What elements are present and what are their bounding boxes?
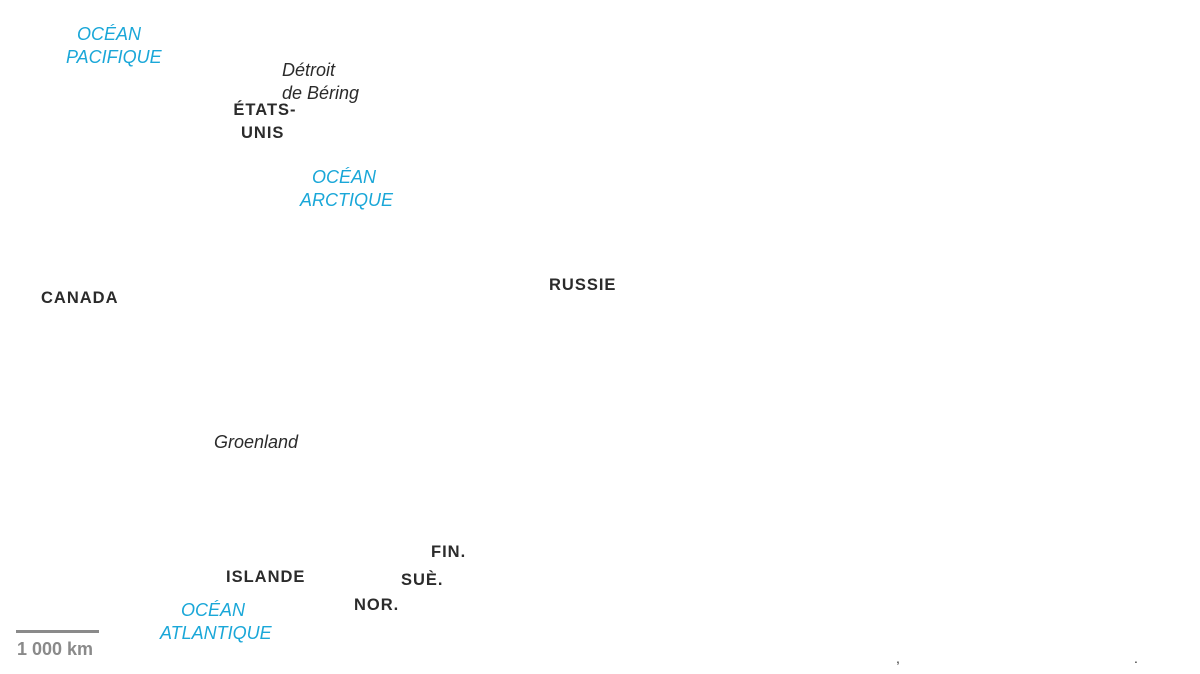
place-label-bering-line1: Détroit [282,60,336,80]
ocean-label-arctic-line1: OCÉAN [311,167,376,187]
ocean-label-pacific-line2: PACIFIQUE [66,47,162,67]
country-label-finland: FIN. [431,543,467,561]
ocean-label-arctic: OCÉAN ARCTIQUE [300,166,394,212]
comma-mark: , [896,650,900,666]
ocean-label-pacific: OCÉAN PACIFIQUE [66,23,162,69]
ocean-label-arctic-line2: ARCTIQUE [300,190,394,210]
dot-mark: . [1134,650,1138,666]
country-label-sweden: SUÈ. [401,571,444,589]
country-label-usa-line1: ÉTATS- [233,101,297,119]
place-label-greenland: Groenland [214,432,299,452]
place-label-bering-line2: de Béring [282,83,360,103]
scale-label: 1 000 km [17,639,94,659]
place-label-bering-strait: Détroit de Béring [282,59,359,105]
country-label-canada: CANADA [41,289,119,307]
country-label-usa-line2: UNIS [241,124,285,142]
country-label-russia: RUSSIE [549,276,617,294]
country-label-usa: ÉTATS- UNIS [232,99,298,145]
country-label-iceland: ISLANDE [226,568,306,586]
ocean-label-atlantic-line1: OCÉAN [180,600,245,620]
ocean-label-pacific-line1: OCÉAN [76,24,141,44]
scale-bar [16,630,99,633]
ocean-label-atlantic: OCÉAN ATLANTIQUE [160,599,272,645]
ocean-label-atlantic-line2: ATLANTIQUE [160,623,272,643]
country-label-norway: NOR. [354,596,400,614]
